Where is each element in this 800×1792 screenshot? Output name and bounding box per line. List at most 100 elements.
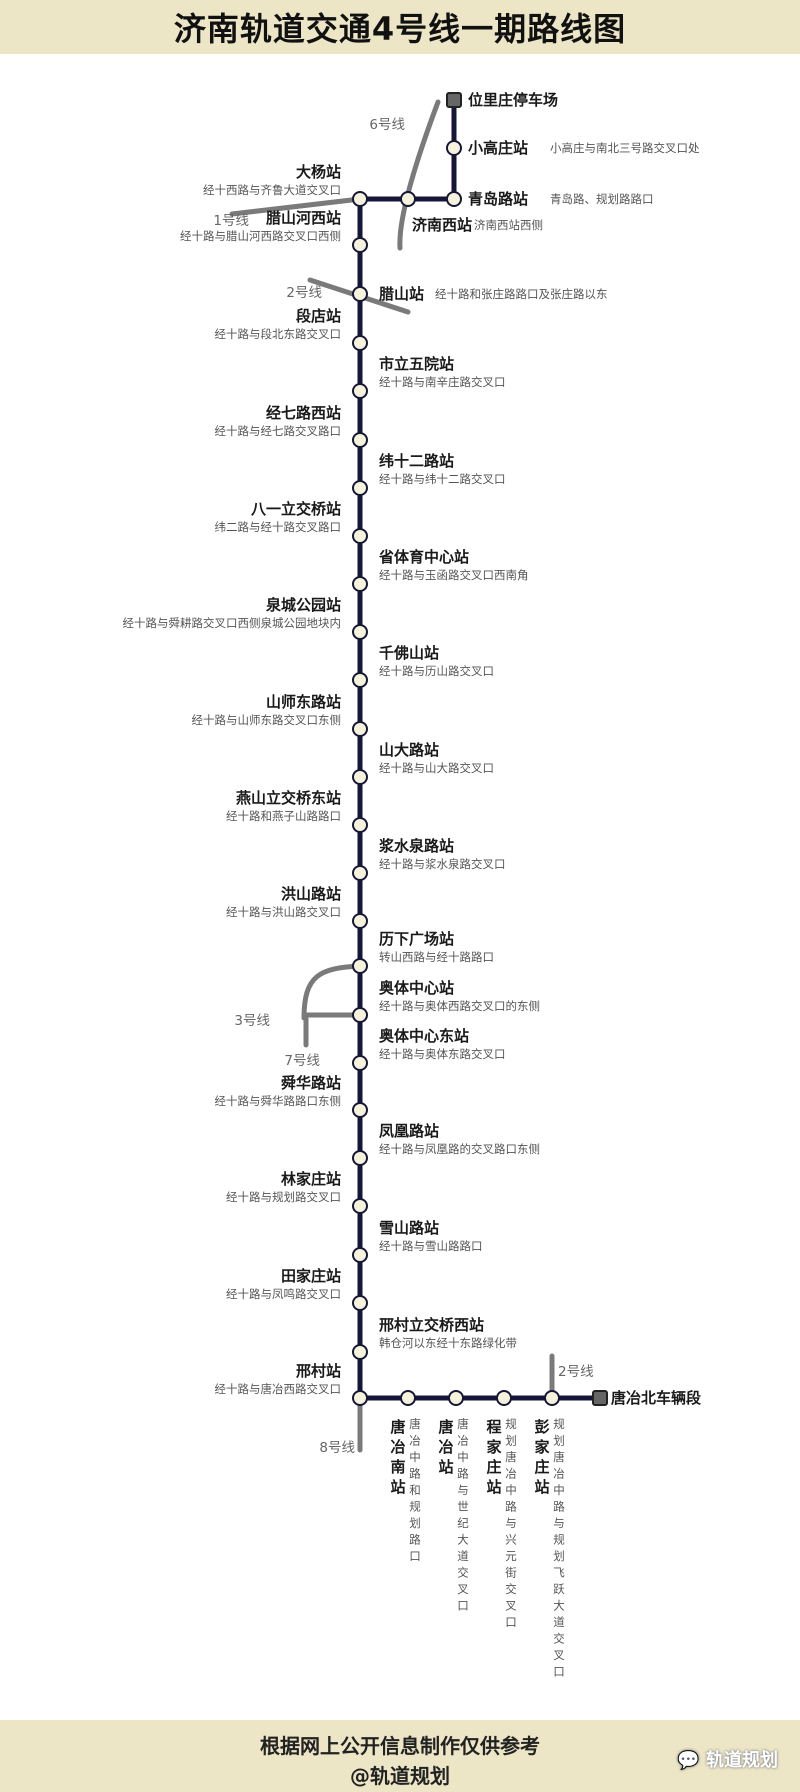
station-name: 段店站 (296, 307, 341, 325)
station-marker (446, 191, 462, 207)
station-location-char: 冶 (505, 1467, 517, 1481)
station-marker (352, 1007, 368, 1023)
station-location-char: 口 (457, 1599, 469, 1613)
station-location-char: 跃 (553, 1582, 565, 1596)
station-location: 经十路和张庄路路口及张庄路以东 (435, 287, 608, 301)
station-location-char: 规 (553, 1417, 565, 1431)
station-name-char: 站 (438, 1458, 453, 1476)
station-marker (446, 140, 462, 156)
station-marker (352, 1247, 368, 1263)
depot-weilizhuang-marker (446, 92, 462, 108)
station-location: 经十路与舜耕路交叉口西侧泉城公园地块内 (123, 616, 342, 630)
station-location: 经十路与浆水泉路交叉口 (379, 857, 506, 871)
station-location: 韩仓河以东经十东路绿化带 (379, 1336, 517, 1350)
station-marker (352, 1198, 368, 1214)
station-location-char: 交 (457, 1566, 469, 1580)
station-marker (352, 817, 368, 833)
station-location: 纬二路与经十路交叉路口 (215, 520, 342, 534)
station-location: 经十西路与齐鲁大道交叉口 (203, 183, 341, 197)
station-marker (496, 1390, 512, 1406)
station-marker (352, 383, 368, 399)
station-name: 邢村立交桥西站 (378, 1316, 484, 1334)
line3-track (301, 963, 363, 1021)
station-location-char: 中 (457, 1450, 469, 1464)
station-marker (544, 1390, 560, 1406)
disclaimer-note: 根据网上公开信息制作仅供参考 (260, 1734, 540, 1758)
station-name-char: 站 (390, 1478, 405, 1496)
station-location-char: 与 (505, 1516, 517, 1530)
line2-west-label: 2号线 (286, 285, 322, 301)
station-marker (352, 576, 368, 592)
station-name: 千佛山站 (379, 644, 439, 662)
station-name: 八一立交桥站 (250, 500, 341, 518)
station-name-char: 唐 (390, 1418, 405, 1436)
station-location-char: 叉 (553, 1648, 565, 1662)
station-marker (352, 1344, 368, 1360)
end-depot-name: 唐冶北车辆段 (611, 1389, 701, 1407)
station-name: 位里庄停车场 (468, 91, 558, 109)
station-name: 凤凰路站 (379, 1122, 439, 1140)
station-name-char: 庄 (486, 1458, 501, 1476)
line8-label: 8号线 (319, 1440, 355, 1456)
station-location-char: 和 (409, 1483, 421, 1497)
station-name: 田家庄站 (281, 1267, 341, 1285)
station-marker (448, 1390, 464, 1406)
station-location: 经十路与经七路交叉路口 (215, 424, 342, 438)
line6-label: 6号线 (369, 117, 405, 133)
station-name: 林家庄站 (281, 1170, 341, 1188)
line6-track (397, 99, 441, 251)
route-map: 1号线2号线6号线3号线7号线8号线2号线位里庄停车场小高庄站小高庄与南北三号路… (123, 91, 702, 1679)
station-marker (400, 1390, 416, 1406)
station-location: 青岛路、规划路路口 (550, 192, 654, 206)
station-location-char: 划 (409, 1516, 421, 1530)
station-location-char: 口 (505, 1615, 517, 1629)
station-location: 经十路与玉函路交叉口西南角 (379, 568, 529, 582)
station-name: 经七路西站 (266, 404, 341, 422)
station-location: 经十路与纬十二路交叉口 (379, 472, 506, 486)
depot-tangye-marker (592, 1390, 608, 1406)
station-name: 腊山站 (379, 285, 424, 303)
station-location-char: 路 (409, 1533, 421, 1547)
station-location-char: 纪 (457, 1516, 469, 1530)
station-location: 经十路和燕子山路路口 (226, 809, 341, 823)
station-location: 经十路与凤凰路的交叉路口东侧 (379, 1142, 540, 1156)
station-name-char: 冶 (438, 1438, 453, 1456)
station-location-char: 口 (409, 1549, 421, 1563)
footer-banner: 根据网上公开信息制作仅供参考 @轨道规划 💬 轨道规划 (0, 1720, 800, 1792)
station-marker (352, 958, 368, 974)
station-location-char: 唐 (409, 1417, 421, 1431)
station-location-char: 大 (553, 1599, 565, 1613)
station-location-char: 划 (505, 1434, 517, 1448)
station-location-char: 道 (553, 1615, 565, 1629)
station-name: 市立五院站 (379, 355, 454, 373)
author-credit: @轨道规划 (350, 1764, 450, 1788)
station-location-char: 规 (505, 1417, 517, 1431)
station-marker (352, 721, 368, 737)
station-location-char: 规 (553, 1533, 565, 1547)
station-name-char: 家 (534, 1438, 549, 1456)
station-location: 经十路与奥体西路交叉口的东侧 (379, 999, 540, 1013)
station-location-char: 规 (409, 1500, 421, 1514)
station-marker (352, 432, 368, 448)
labels-layer: 1号线2号线6号线3号线7号线8号线2号线位里庄停车场小高庄站小高庄与南北三号路… (123, 91, 702, 1679)
station-name: 浆水泉路站 (379, 837, 454, 855)
station-location: 经十路与腊山河西路交叉口西侧 (180, 229, 341, 243)
station-name-char: 程 (486, 1418, 501, 1436)
station-location-char: 叉 (505, 1599, 517, 1613)
station-name: 洪山路站 (281, 885, 341, 903)
station-location-char: 中 (553, 1483, 565, 1497)
station-name: 青岛路站 (468, 190, 528, 208)
station-location-char: 路 (409, 1467, 421, 1481)
station-name-char: 家 (486, 1438, 501, 1456)
station-marker (352, 286, 368, 302)
station-location-char: 与 (553, 1516, 565, 1530)
station-name: 小高庄站 (468, 139, 528, 157)
station-location: 经十路与奥体东路交叉口 (379, 1047, 506, 1061)
station-name: 雪山路站 (379, 1219, 439, 1237)
station-location-char: 路 (505, 1500, 517, 1514)
station-location-char: 路 (553, 1500, 565, 1514)
station-location-char: 与 (457, 1483, 469, 1497)
line3-label: 3号线 (234, 1013, 270, 1029)
station-marker (352, 1102, 368, 1118)
station-marker (352, 1055, 368, 1071)
